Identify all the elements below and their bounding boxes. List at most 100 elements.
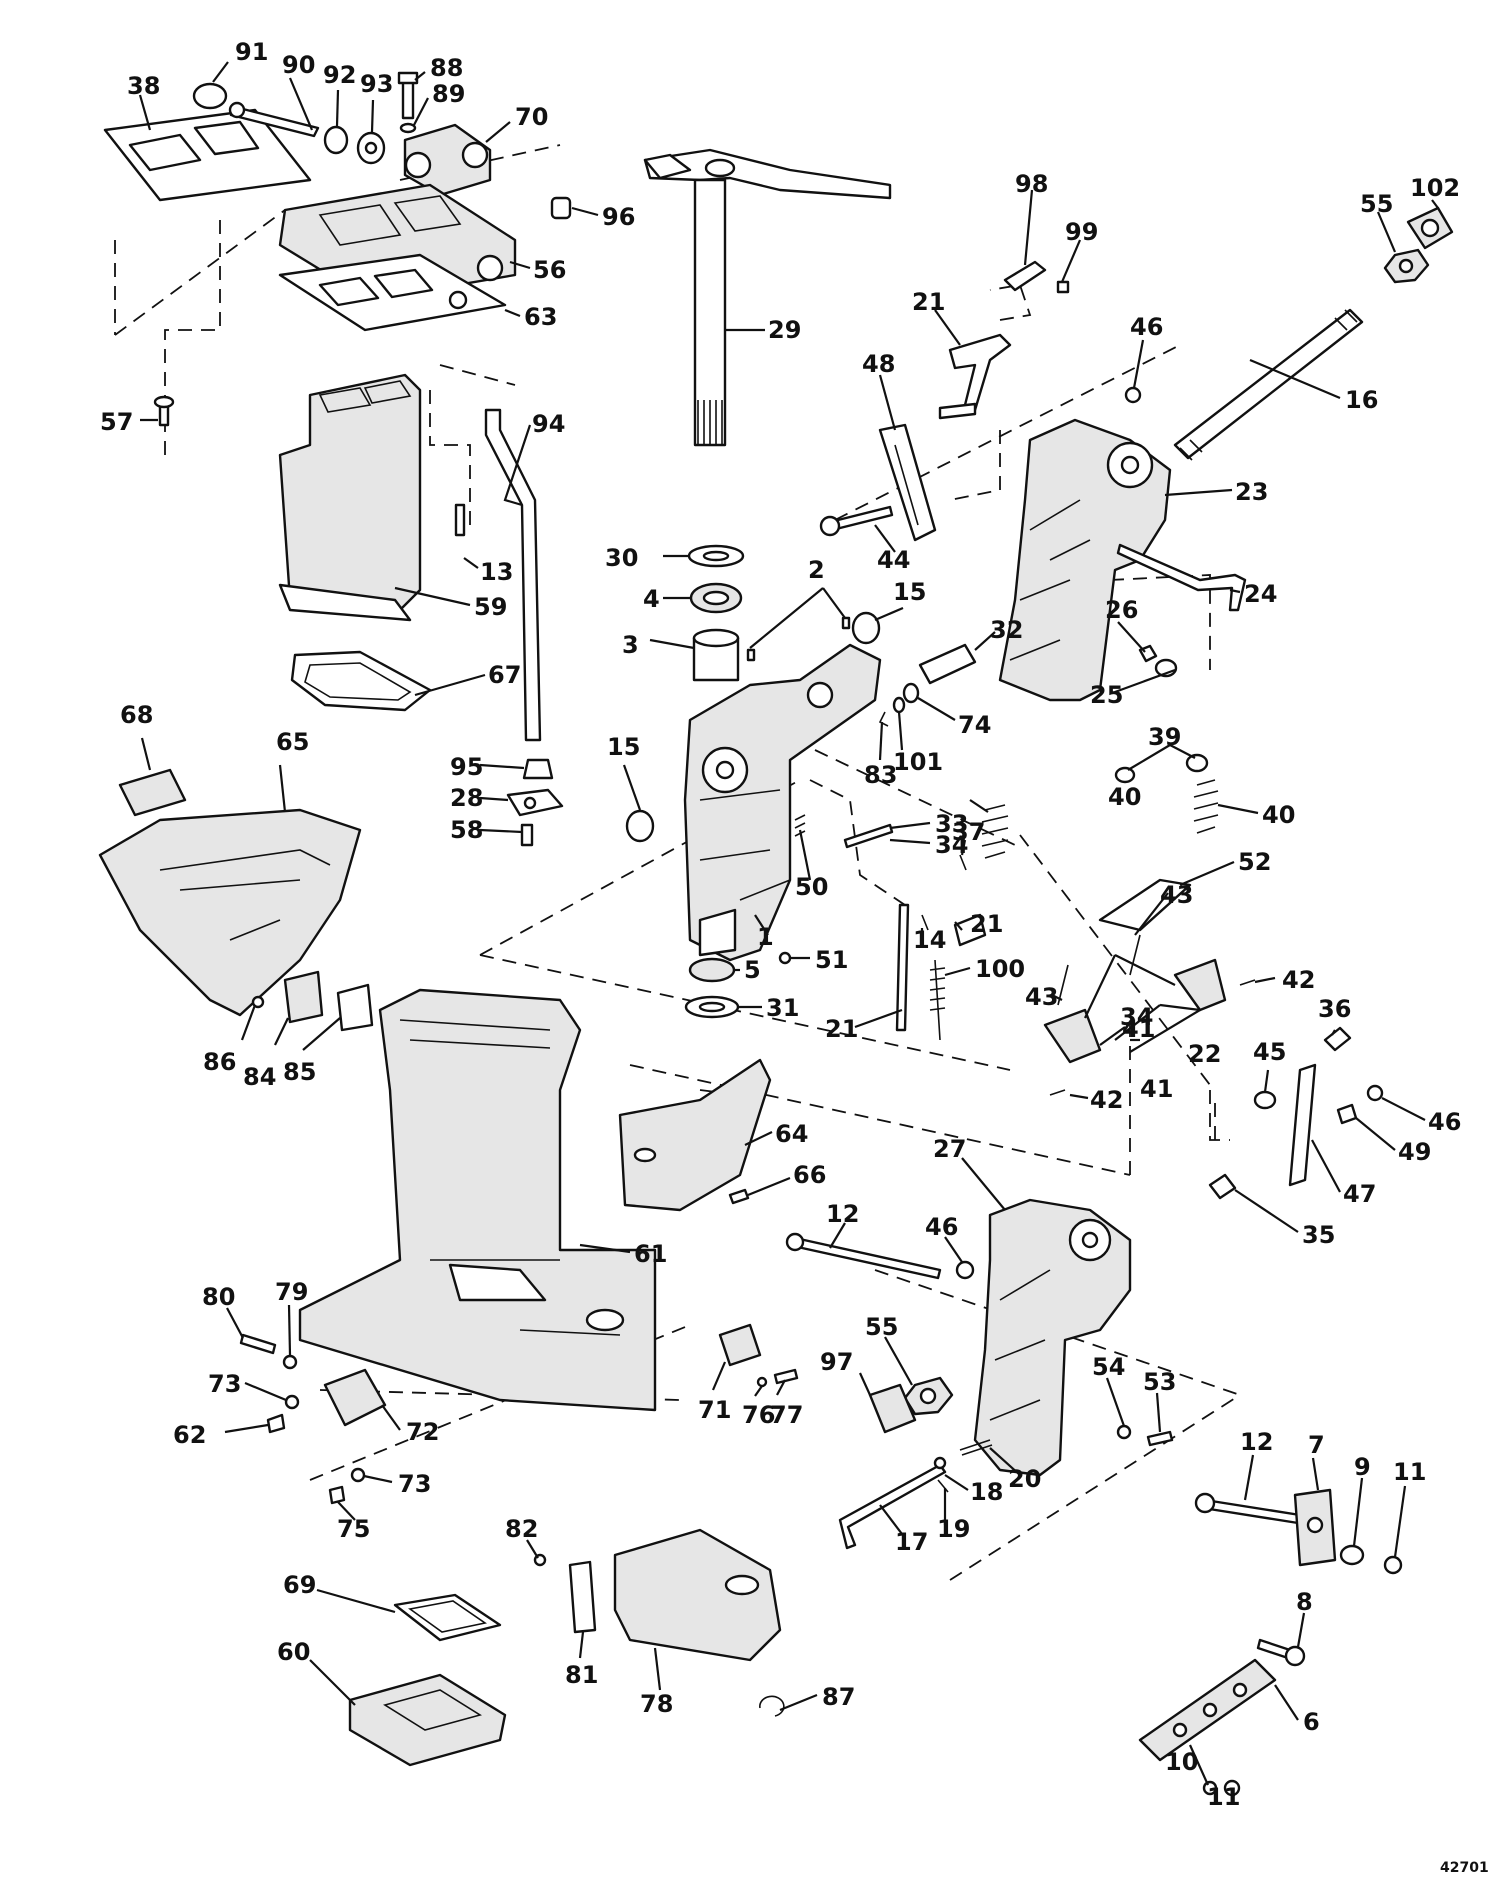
- callout-label: 21: [970, 910, 1003, 938]
- part-92-washer: [323, 125, 349, 155]
- part-41-latch-upper: [1173, 958, 1227, 1012]
- callout-label: 39: [1148, 723, 1181, 751]
- part-24-lever: [1116, 543, 1247, 612]
- part-70-mount: [403, 123, 492, 197]
- part-60-plate: [348, 1673, 507, 1767]
- part-53-screw: [1146, 1430, 1174, 1447]
- callout-label: 38: [127, 72, 160, 100]
- callout-label: 41: [1122, 1015, 1155, 1043]
- callout-label: 43: [1160, 881, 1193, 909]
- callout-label: 12: [826, 1200, 859, 1228]
- callout-label: 96: [602, 203, 635, 231]
- part-37-screw: [959, 854, 967, 871]
- callout-label: 46: [925, 1213, 958, 1241]
- part-12-bolt-upper: [791, 1236, 942, 1280]
- callout-label: 63: [524, 303, 557, 331]
- part-20-spring: [959, 1439, 993, 1456]
- part-77-screw: [773, 1368, 799, 1385]
- callout-label: 88: [430, 54, 463, 82]
- part-101-washer: [892, 696, 906, 714]
- callout-label: 70: [515, 103, 548, 131]
- part-68-pad: [118, 768, 187, 817]
- callout-label: 42: [1282, 966, 1315, 994]
- callout-label: 14: [913, 926, 946, 954]
- part-74-washer: [902, 682, 920, 704]
- part-18-clip: [933, 1456, 947, 1470]
- part-35-bolt: [1208, 1173, 1237, 1200]
- callout-label: 62: [173, 1421, 206, 1449]
- callout-label: 40: [1262, 801, 1295, 829]
- callout-label: 76: [742, 1401, 775, 1429]
- callout-label: 65: [276, 728, 309, 756]
- callout-label: 11: [1207, 1783, 1240, 1811]
- part-41-latch-lower: [1043, 1008, 1102, 1064]
- figure-number: 42701: [1440, 1860, 1489, 1876]
- part-13-screw: [454, 503, 466, 537]
- part-2-screw: [746, 648, 756, 662]
- callout-label: 27: [933, 1135, 966, 1163]
- part-11-nut-upper: [1383, 1555, 1403, 1575]
- part-illustrations: [98, 71, 1454, 1797]
- callout-label: 66: [793, 1161, 826, 1189]
- part-33-pin: [843, 823, 894, 849]
- callout-label: 80: [202, 1283, 235, 1311]
- callout-label: 41: [1140, 1075, 1173, 1103]
- callout-label: 73: [208, 1370, 241, 1398]
- part-15-washer-left: [625, 809, 655, 843]
- part-39-cap-right: [1185, 753, 1209, 773]
- callout-label: 82: [505, 1515, 538, 1543]
- callout-label: 34: [935, 831, 968, 859]
- callout-label: 21: [912, 288, 945, 316]
- part-39-cap-left: [1114, 766, 1136, 784]
- part-94-water-tube: [484, 408, 542, 742]
- part-100-spring: [929, 959, 946, 1041]
- callout-label: 3: [622, 631, 639, 659]
- callout-label: 53: [1143, 1368, 1176, 1396]
- callout-label: 56: [533, 256, 566, 284]
- callout-label: 47: [1343, 1180, 1376, 1208]
- callout-label: 97: [820, 1348, 853, 1376]
- callout-label: 13: [480, 558, 513, 586]
- part-84-plate: [283, 970, 324, 1024]
- callout-label: 98: [1015, 170, 1048, 198]
- callout-label: 68: [120, 701, 153, 729]
- callout-label: 15: [607, 733, 640, 761]
- callout-label: 61: [634, 1240, 667, 1268]
- callout-label: 95: [450, 753, 483, 781]
- callout-label: 83: [864, 761, 897, 789]
- callout-label: 36: [1318, 995, 1351, 1023]
- part-14-pin: [921, 914, 929, 931]
- part-17-rod: [838, 1463, 947, 1550]
- part-71-block: [718, 1323, 762, 1367]
- callout-label: 50: [795, 873, 828, 901]
- part-63-gasket: [278, 253, 507, 332]
- part-83-pin: [878, 711, 889, 727]
- callout-label: 55: [1360, 190, 1393, 218]
- part-91-bushing: [192, 82, 228, 110]
- part-36-bolt: [1323, 1026, 1352, 1052]
- part-96-plug: [550, 196, 572, 220]
- callout-label: 64: [775, 1120, 808, 1148]
- callout-label: 85: [283, 1058, 316, 1086]
- part-9-washer: [1339, 1544, 1365, 1566]
- part-87-ring: [759, 1695, 785, 1717]
- callout-labels: 91 90 92 93 88 89 70 38 96 56 63 57 29 9…: [100, 38, 1461, 1811]
- part-21-rod-lower: [895, 903, 910, 1032]
- part-95-grommet: [522, 758, 554, 780]
- part-46-nut-mid: [955, 1260, 975, 1280]
- callout-label: 7: [1308, 1431, 1325, 1459]
- part-15-washer-right: [851, 611, 881, 645]
- callout-label: 46: [1428, 1108, 1461, 1136]
- callout-label: 93: [360, 70, 393, 98]
- callout-label: 57: [100, 408, 133, 436]
- callout-label: 92: [323, 61, 356, 89]
- callout-label: 24: [1244, 580, 1277, 608]
- callout-label: 74: [958, 711, 991, 739]
- callout-label: 31: [766, 994, 799, 1022]
- part-21-clip-mid: [953, 913, 987, 947]
- part-43-pin-upper: [1129, 934, 1141, 976]
- callout-label: 72: [406, 1418, 439, 1446]
- callout-label: 12: [1240, 1428, 1273, 1456]
- part-86-screw: [251, 995, 265, 1009]
